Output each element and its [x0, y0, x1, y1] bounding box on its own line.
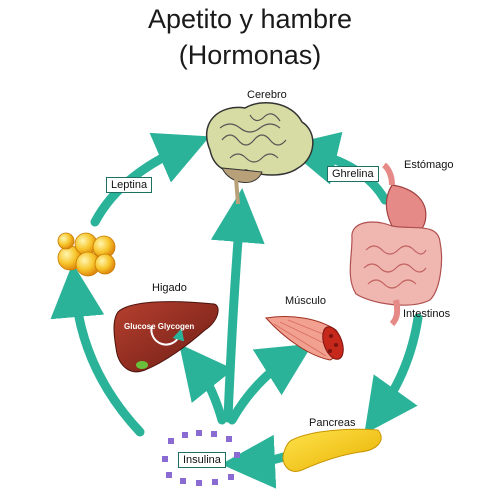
stomach-intestines-illustration [349, 162, 443, 327]
diagram-title-line1: Apetito y hambre [147, 4, 353, 34]
arrow-insulin-to-liver [179, 343, 234, 425]
label-liver: Higado [152, 282, 187, 294]
label-brain: Cerebro [247, 89, 287, 101]
insulin-molecules [162, 430, 240, 486]
liver-glucose-glycogen-text: Glucose Glycogen [124, 322, 195, 331]
arrow-insulin-to-brain [210, 188, 265, 423]
hormone-box-ghrelin: Ghrelina [327, 166, 379, 182]
hormone-box-leptin: Leptina [106, 177, 153, 193]
arrow-insulin-to-muscle [227, 343, 313, 425]
label-intestines: Intestinos [403, 308, 451, 320]
label-stomach: Estómago [404, 159, 454, 171]
diagram-title-line2: (Hormonas) [178, 40, 322, 70]
arrow-insulin-to-fat [50, 263, 145, 437]
muscle-illustration [265, 316, 344, 361]
cycle-arrows [50, 131, 423, 489]
fat-cells-illustration [57, 232, 116, 277]
brain-illustration [205, 101, 314, 205]
label-pancreas: Pancreas [309, 417, 356, 429]
hormone-box-insulin: Insulina [178, 452, 226, 468]
pancreas-illustration [282, 428, 382, 472]
arrow-intestines-to-pancreas [364, 313, 423, 434]
liver-illustration [113, 301, 219, 373]
label-muscle: Músculo [285, 295, 326, 307]
